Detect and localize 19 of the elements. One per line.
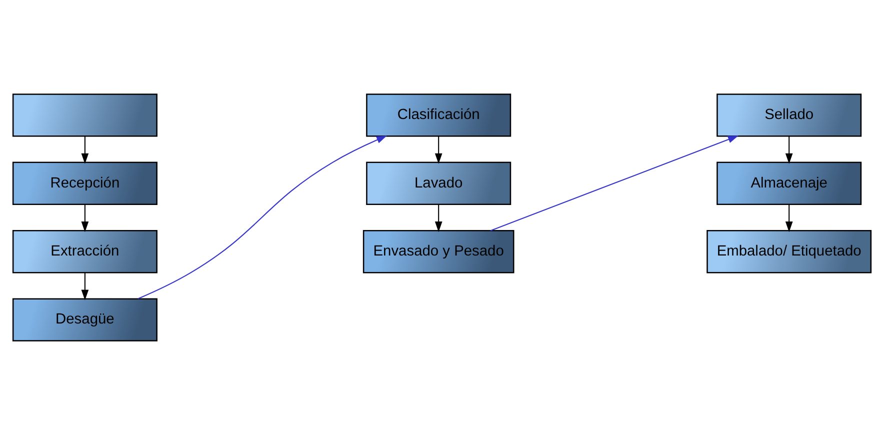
- arrow: [81, 272, 89, 300]
- node-box: Envasado y Pesado: [362, 229, 514, 273]
- node-box: Desagüe: [12, 298, 158, 341]
- arrow: [81, 204, 89, 232]
- node-box: Lavado: [366, 161, 512, 205]
- arrow: [785, 136, 793, 164]
- arrow: [434, 204, 442, 232]
- node-box: Recepción: [12, 161, 158, 205]
- arrow: [138, 135, 388, 299]
- node-box: [12, 93, 158, 136]
- node-box: Extracción: [12, 229, 158, 273]
- node-box: Embalado/ Etiquetado: [706, 229, 872, 273]
- arrow: [434, 136, 442, 164]
- node-box: Almacenaje: [716, 161, 862, 205]
- node-box: Sellado: [716, 93, 862, 136]
- arrow: [785, 204, 793, 232]
- node-box: Clasificación: [366, 93, 512, 136]
- arrow: [81, 136, 89, 164]
- arrow: [490, 135, 738, 231]
